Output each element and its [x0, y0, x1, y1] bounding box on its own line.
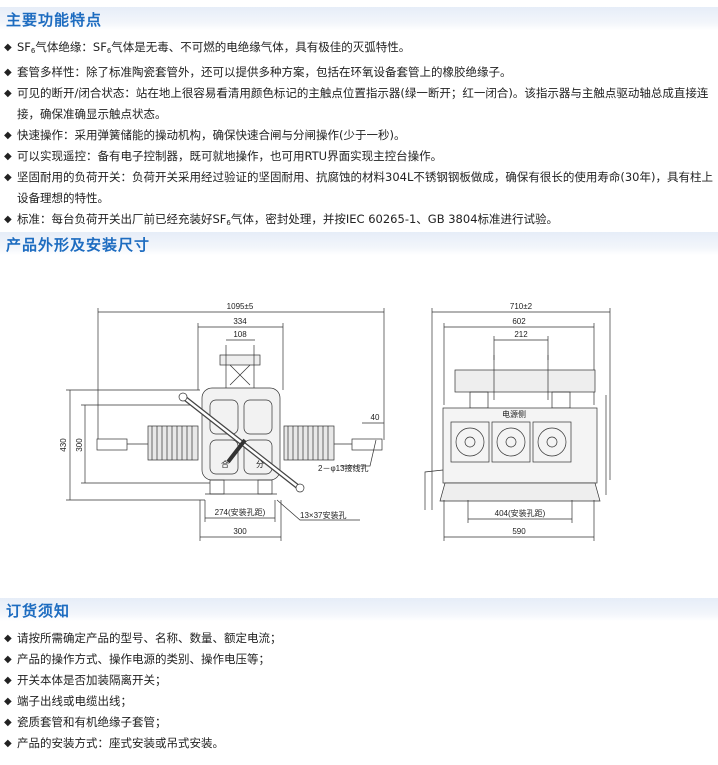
text: 气体，密封处理，并按IEC 60265-1、GB 3804标准进行试验。	[230, 212, 559, 226]
section-title: 产品外形及安装尺寸	[6, 236, 151, 254]
list-item: ◆ 端子出线或电缆出线；	[4, 691, 714, 712]
bullet-icon: ◆	[4, 654, 12, 665]
dim-base: 300	[233, 527, 247, 536]
text: 套管多样性：除了标准陶瓷套管外，还可以提供多种方案，包括在环氧设备套管上的橡胶绝…	[17, 65, 512, 79]
text: 坚固耐用的负荷开关：负荷开关采用经过验证的坚固耐用、抗腐蚀的材料304L不锈钢钢…	[17, 170, 713, 205]
text: 快速操作：采用弹簧储能的操动机构，确保快速合闸与分闸操作(少于一秒)。	[17, 128, 406, 142]
dimension-drawing: 1095±5 334 108 430 300 40 2－φ13接线孔 274(安…	[59, 302, 611, 541]
text: 气体是无毒、不可燃的电绝缘气体，具有极佳的灭弧特性。	[111, 40, 411, 54]
list-item: ◆ 请按所需确定产品的型号、名称、数量、额定电流；	[4, 628, 714, 649]
dim-bracket: 212	[514, 330, 528, 339]
left-insulator	[147, 425, 199, 461]
source-side-label: 电源侧	[502, 409, 526, 419]
text: 开关本体是否加装隔离开关；	[17, 673, 167, 687]
list-item: ◆ 套管多样性：除了标准陶瓷套管外，还可以提供多种方案，包括在环氧设备套管上的橡胶…	[4, 62, 714, 83]
dim-body: 334	[233, 317, 247, 326]
subscript: 6	[30, 47, 36, 55]
dim-height-inner: 300	[75, 438, 84, 452]
text: 产品的操作方式、操作电源的类别、操作电压等；	[17, 652, 270, 666]
text: 请按所需确定产品的型号、名称、数量、额定电流；	[17, 631, 282, 645]
dim-mount-spacing: 404(安装孔距)	[495, 508, 546, 518]
section-header-ordering: 订货须知	[0, 598, 718, 621]
bullet-icon: ◆	[4, 67, 12, 78]
close-label: 合	[221, 459, 229, 469]
list-item: ◆ 可见的断开/闭合状态：站在地上很容易看清用颜色标记的主触点位置指示器(绿一断开…	[4, 83, 714, 125]
text: 产品的安装方式：座式安装或吊式安装。	[17, 736, 224, 750]
bullet-icon: ◆	[4, 717, 12, 728]
bullet-icon: ◆	[4, 675, 12, 686]
bullet-icon: ◆	[4, 633, 12, 644]
section-title: 主要功能特点	[6, 11, 103, 29]
section-header-features: 主要功能特点	[0, 7, 718, 30]
list-item: ◆ 标准：每台负荷开关出厂前已经充装好SF6气体，密封处理，并按IEC 60265…	[4, 209, 714, 234]
bullet-icon: ◆	[4, 172, 12, 183]
bullet-icon: ◆	[4, 42, 12, 53]
section-title: 订货须知	[6, 602, 71, 620]
list-item: ◆ 产品的操作方式、操作电源的类别、操作电压等；	[4, 649, 714, 670]
text: 可以实现遥控：备有电子控制器，既可就地操作，也可用RTU界面实现主控台操作。	[17, 149, 443, 163]
dim-body: 602	[512, 317, 526, 326]
bullet-icon: ◆	[4, 738, 12, 749]
list-item: ◆ 可以实现遥控：备有电子控制器，既可就地操作，也可用RTU界面实现主控台操作。	[4, 146, 714, 167]
list-item: ◆ 开关本体是否加装隔离开关；	[4, 670, 714, 691]
section-header-dimensions: 产品外形及安装尺寸	[0, 232, 718, 255]
subscript: 6	[106, 47, 112, 55]
side-view-drawing: 710±2 602 212 电源侧 404(安装孔距) 590	[424, 302, 611, 541]
list-item: ◆SF6气体绝缘：SF6气体是无毒、不可燃的电绝缘气体，具有极佳的灭弧特性。	[4, 37, 714, 62]
terminal-hole-label: 2－φ13接线孔	[318, 463, 369, 473]
dim-overall: 1095±5	[227, 302, 254, 311]
text: 可见的断开/闭合状态：站在地上很容易看清用颜色标记的主触点位置指示器(绿一断开；…	[17, 86, 709, 121]
mount-hole-label: 13×37安装孔	[300, 510, 346, 520]
bullet-icon: ◆	[4, 88, 12, 99]
subscript: 6	[226, 219, 231, 227]
list-item: ◆ 快速操作：采用弹簧储能的操动机构，确保快速合闸与分闸操作(少于一秒)。	[4, 125, 714, 146]
text: 端子出线或电缆出线；	[17, 694, 132, 708]
features-list: ◆SF6气体绝缘：SF6气体是无毒、不可燃的电绝缘气体，具有极佳的灭弧特性。 ◆…	[4, 37, 714, 234]
right-insulator	[283, 425, 335, 461]
dim-mount-spacing: 274(安装孔距)	[215, 507, 266, 517]
dim-terminal: 40	[371, 413, 380, 422]
dim-bracket: 108	[233, 330, 247, 339]
ordering-list: ◆ 请按所需确定产品的型号、名称、数量、额定电流； ◆ 产品的操作方式、操作电源的类…	[4, 628, 714, 754]
open-label: 分	[256, 460, 264, 469]
text: 标准：每台负荷开关出厂前已经充装好SF	[17, 212, 227, 226]
list-item: ◆ 瓷质套管和有机绝缘子套管；	[4, 712, 714, 733]
bullet-icon: ◆	[4, 130, 12, 141]
front-view-drawing: 1095±5 334 108 430 300 40 2－φ13接线孔 274(安…	[59, 302, 385, 541]
text: 气体绝缘：SF	[35, 40, 107, 54]
text: 瓷质套管和有机绝缘子套管；	[17, 715, 167, 729]
bullet-icon: ◆	[4, 696, 12, 707]
list-item: ◆ 产品的安装方式：座式安装或吊式安装。	[4, 733, 714, 754]
dim-overall: 710±2	[510, 302, 533, 311]
list-item: ◆ 坚固耐用的负荷开关：负荷开关采用经过验证的坚固耐用、抗腐蚀的材料304L不锈钢…	[4, 167, 714, 209]
bullet-icon: ◆	[4, 151, 12, 162]
dim-height: 430	[59, 438, 68, 452]
text: SF	[17, 40, 31, 54]
bullet-icon: ◆	[4, 214, 12, 225]
dim-base: 590	[512, 527, 526, 536]
